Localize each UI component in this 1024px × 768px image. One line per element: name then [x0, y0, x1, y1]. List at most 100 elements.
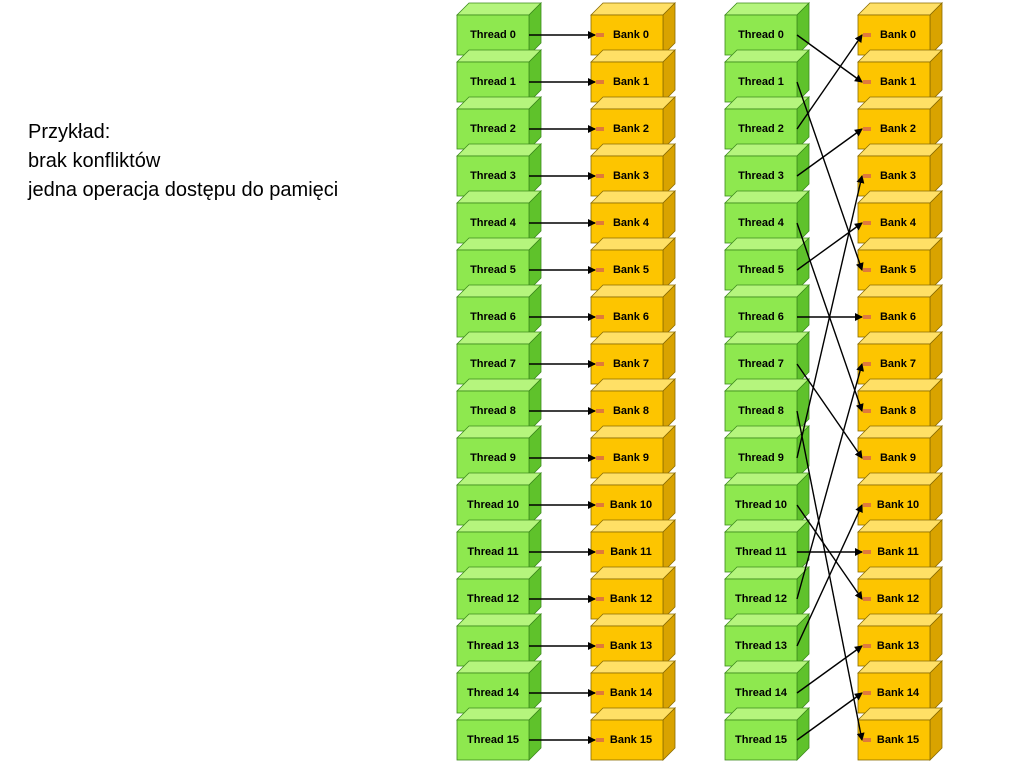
thread-box-right-10-top	[724, 472, 810, 486]
bank-box-left-7-top	[590, 331, 676, 345]
thread-box-left-11-front	[456, 531, 530, 573]
thread-box-left-8: Thread 8	[456, 378, 542, 432]
thread-box-right-8-top	[724, 378, 810, 392]
bank-box-right-14-label: Bank 14	[877, 687, 920, 699]
bank-box-right-14: Bank 14	[857, 660, 943, 714]
bank-box-right-8-label: Bank 8	[880, 405, 916, 417]
bank-box-right-10-label: Bank 10	[877, 499, 919, 511]
bank-box-right-10-port-icon	[863, 503, 871, 507]
thread-box-right-14: Thread 14	[724, 660, 810, 714]
thread-box-right-15: Thread 15	[724, 707, 810, 761]
bank-box-left-13-label: Bank 13	[610, 640, 652, 652]
bank-box-right-11-top	[857, 519, 943, 533]
arrow-right-7	[796, 363, 863, 459]
bank-box-right-12: Bank 12	[857, 566, 943, 620]
thread-box-left-7-label: Thread 7	[470, 358, 516, 370]
bank-box-right-5-port-icon	[863, 268, 871, 272]
caption-line-3: jedna operacja dostępu do pamięci	[28, 179, 339, 201]
bank-box-left-3-port-icon	[596, 174, 604, 178]
thread-box-left-3-label: Thread 3	[470, 170, 516, 182]
thread-box-left-5-top	[456, 237, 542, 251]
bank-box-left-11-port-icon	[596, 550, 604, 554]
thread-box-left-1-label: Thread 1	[470, 76, 516, 88]
thread-box-left-2-label: Thread 2	[470, 123, 516, 135]
thread-box-left-15-top	[456, 707, 542, 721]
bank-box-right-6: Bank 6	[857, 284, 943, 338]
bank-box-left-1-top	[590, 49, 676, 63]
bank-box-right-15-top	[857, 707, 943, 721]
thread-box-right-3-label: Thread 3	[738, 170, 784, 182]
thread-box-left-8-top	[456, 378, 542, 392]
bank-box-right-1-port-icon	[863, 80, 871, 84]
thread-box-left-1: Thread 1	[456, 49, 542, 103]
thread-box-right-1-label: Thread 1	[738, 76, 784, 88]
bank-box-right-5-top	[857, 237, 943, 251]
thread-box-left-9-label: Thread 9	[470, 452, 516, 464]
bank-box-left-3-top	[590, 143, 676, 157]
bank-box-right-3-top	[857, 143, 943, 157]
bank-box-right-11-label: Bank 11	[877, 546, 919, 558]
thread-box-right-0-label: Thread 0	[738, 29, 784, 41]
thread-box-left-5-front	[456, 249, 530, 291]
bank-box-left-14-top	[590, 660, 676, 674]
bank-box-right-7: Bank 7	[857, 331, 943, 385]
thread-box-right-7-label: Thread 7	[738, 358, 784, 370]
bank-box-left-2-top	[590, 96, 676, 110]
thread-box-left-14-top	[456, 660, 542, 674]
arrow-right-14	[796, 645, 863, 694]
thread-box-right-10-front	[724, 484, 798, 526]
thread-box-right-2-top	[724, 96, 810, 110]
bank-box-right-4-label: Bank 4	[880, 217, 917, 229]
bank-box-left-10: Bank 10	[590, 472, 676, 526]
thread-box-right-9-top	[724, 425, 810, 439]
thread-box-left-10: Thread 10	[456, 472, 542, 526]
bank-box-right-12-port-icon	[863, 597, 871, 601]
bank-box-left-9-label: Bank 9	[613, 452, 649, 464]
bank-box-left-6-label: Bank 6	[613, 311, 649, 323]
thread-box-left-3-front	[456, 155, 530, 197]
bank-box-left-6-top	[590, 284, 676, 298]
bank-box-right-9-port-icon	[863, 456, 871, 460]
bank-box-left-1-port-icon	[596, 80, 604, 84]
bank-box-left-11-top	[590, 519, 676, 533]
thread-box-left-13-top	[456, 613, 542, 627]
thread-box-left-13: Thread 13	[456, 613, 542, 667]
bank-box-right-6-port-icon	[863, 315, 871, 319]
bank-box-left-13-port-icon	[596, 644, 604, 648]
bank-box-right-4: Bank 4	[857, 190, 943, 244]
thread-box-right-2: Thread 2	[724, 96, 810, 150]
bank-box-right-0-label: Bank 0	[880, 29, 916, 41]
thread-box-right-9: Thread 9	[724, 425, 810, 479]
bank-box-left-15-top	[590, 707, 676, 721]
thread-box-right-13: Thread 13	[724, 613, 810, 667]
bank-box-right-2-label: Bank 2	[880, 123, 916, 135]
bank-box-left-2: Bank 2	[590, 96, 676, 150]
bank-box-right-7-port-icon	[863, 362, 871, 366]
thread-box-left-0: Thread 0	[456, 2, 542, 56]
bank-box-right-12-label: Bank 12	[877, 593, 919, 605]
thread-box-left-1-top	[456, 49, 542, 63]
thread-box-left-12-front	[456, 578, 530, 620]
bank-box-left-12-label: Bank 12	[610, 593, 652, 605]
thread-box-right-11-top	[724, 519, 810, 533]
thread-box-right-8: Thread 8	[724, 378, 810, 432]
thread-box-right-7-top	[724, 331, 810, 345]
thread-box-left-5: Thread 5	[456, 237, 542, 291]
bank-box-right-13-label: Bank 13	[877, 640, 919, 652]
thread-box-right-7: Thread 7	[724, 331, 810, 385]
thread-box-left-3: Thread 3	[456, 143, 542, 197]
bank-box-left-9: Bank 9	[590, 425, 676, 479]
caption: Przykład: brak konfliktów jedna operacja…	[28, 118, 338, 205]
thread-box-left-4-front	[456, 202, 530, 244]
thread-box-left-6-top	[456, 284, 542, 298]
caption-line-2: brak konfliktów	[28, 150, 161, 172]
thread-box-left-11: Thread 11	[456, 519, 542, 573]
thread-box-right-7-front	[724, 343, 798, 385]
thread-box-right-4-top	[724, 190, 810, 204]
bank-box-left-0-port-icon	[596, 33, 604, 37]
bank-box-right-14-port-icon	[863, 691, 871, 695]
thread-box-right-2-label: Thread 2	[738, 123, 784, 135]
bank-box-left-14: Bank 14	[590, 660, 676, 714]
bank-box-left-3-label: Bank 3	[613, 170, 649, 182]
